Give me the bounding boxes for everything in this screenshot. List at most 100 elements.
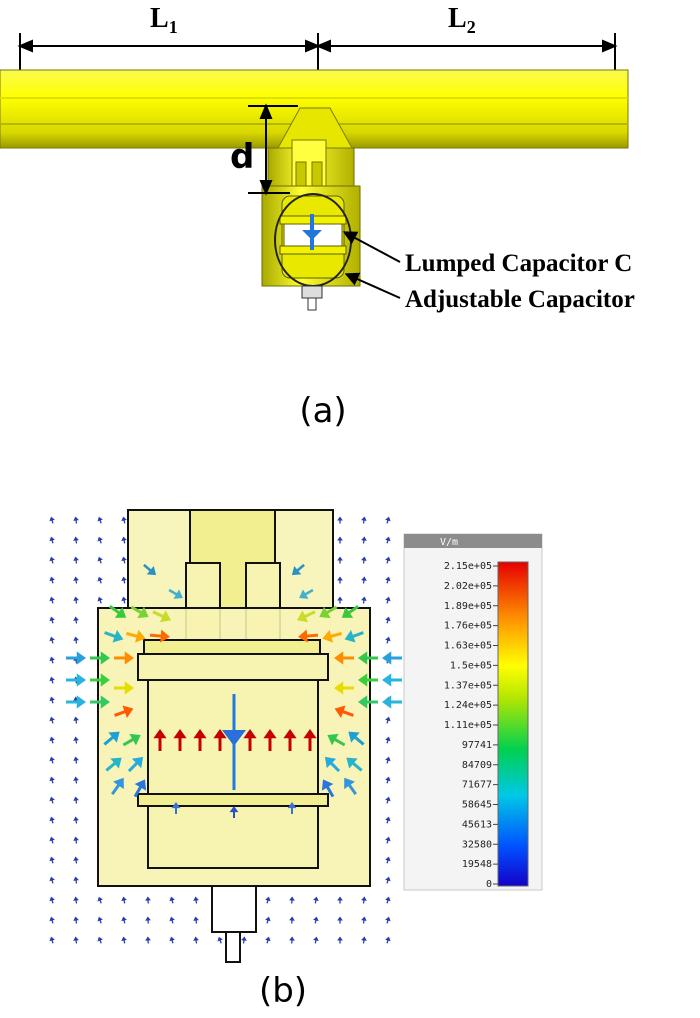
field-arrow-small [73, 876, 79, 884]
field-arrow-small [169, 916, 175, 924]
field-arrow-small [145, 936, 151, 944]
field-arrow-strong [346, 757, 363, 772]
field-arrow-small [385, 936, 391, 944]
colorbar-tick-label: 1.24e+05 [444, 700, 492, 711]
field-arrow-small [49, 696, 55, 704]
field-arrow-strong [90, 651, 110, 665]
field-arrow-small [337, 576, 343, 584]
field-arrow-strong [66, 673, 86, 687]
field-arrow-strong [341, 605, 360, 618]
colorbar-tick-label: 2.15e+05 [444, 561, 492, 572]
colorbar-tick-label: 1.63e+05 [444, 641, 492, 652]
field-arrow-small [73, 936, 79, 944]
colorbar-tick-label: 2.02e+05 [444, 581, 492, 592]
field-arrow-small [385, 716, 391, 724]
field-arrow-small [169, 936, 175, 944]
field-arrow-strong [299, 588, 314, 599]
field-arrow-small [73, 596, 79, 604]
field-arrow-strong [173, 729, 187, 751]
field-arrow-small [385, 576, 391, 584]
field-arrow-small [49, 756, 55, 764]
field-arrow-small [49, 616, 55, 624]
field-arrow-strong [104, 630, 124, 643]
label-L1: L1 [150, 3, 178, 37]
field-arrow-small [49, 916, 55, 924]
field-arrow-strong [243, 729, 257, 751]
field-arrow-small [385, 896, 391, 904]
caption-a: (a) [299, 391, 346, 431]
field-arrow-strong [296, 610, 316, 623]
colorbar-tick-label: 1.37e+05 [444, 680, 492, 691]
field-arrow-strong [111, 777, 124, 796]
field-arrow-small [49, 576, 55, 584]
field-arrow-strong [105, 757, 122, 772]
field-arrow-strong [334, 681, 354, 695]
field-arrow-small [121, 916, 127, 924]
field-arrow-small [385, 736, 391, 744]
stub-branch [261, 107, 361, 311]
colorbar-tick-label: 32580 [462, 839, 492, 850]
colorbar-gradient [497, 561, 529, 887]
field-arrow-small [121, 556, 127, 564]
field-arrow-small [97, 936, 103, 944]
field-arrow-strong [358, 651, 378, 665]
field-arrow-strong [287, 802, 297, 814]
field-arrow-small [145, 896, 151, 904]
colorbar-tick-label: 45613 [462, 819, 492, 830]
field-arrow-small [97, 896, 103, 904]
field-arrow-strong [321, 779, 335, 798]
field-arrow-small [49, 556, 55, 564]
field-arrow-small [73, 836, 79, 844]
field-arrow-strong [114, 681, 134, 695]
colorbar-tick-label: 84709 [462, 760, 492, 771]
field-arrow-small [385, 756, 391, 764]
field-arrow-strong [303, 729, 317, 751]
field-arrow-small [337, 596, 343, 604]
field-arrow-small [385, 916, 391, 924]
field-arrow-small [337, 536, 343, 544]
colorbar-tick-label: 58645 [462, 800, 492, 811]
field-arrow-small [193, 896, 199, 904]
annotation-lumped-capacitor: Lumped Capacitor C [405, 250, 632, 277]
field-arrow-small [73, 536, 79, 544]
field-arrow-small [337, 556, 343, 564]
field-arrow-small [49, 816, 55, 824]
label-d: d [230, 137, 254, 177]
field-arrow-small [49, 896, 55, 904]
colorbar-tick-label: 0 [486, 879, 492, 890]
field-arrow-strong [66, 651, 86, 665]
field-arrow-small [121, 896, 127, 904]
field-arrow-small [361, 576, 367, 584]
field-arrow-strong [66, 695, 86, 709]
field-arrow-small [385, 636, 391, 644]
field-arrow-small [361, 536, 367, 544]
panel-a: L1 L2 [0, 3, 635, 431]
field-arrow-small [49, 876, 55, 884]
field-arrow-strong [344, 630, 364, 643]
field-arrow-small [49, 636, 55, 644]
field-arrow-strong [229, 806, 239, 818]
field-arrow-small [49, 936, 55, 944]
field-arrow-strong [133, 779, 147, 798]
field-arrow-small [73, 856, 79, 864]
field-arrow-strong [358, 673, 378, 687]
field-arrow-small [385, 596, 391, 604]
field-arrow-strong [103, 731, 120, 746]
field-arrow-strong [334, 651, 354, 665]
field-arrow-small [361, 896, 367, 904]
field-arrow-strong [125, 629, 146, 643]
field-arrow-strong [193, 729, 207, 751]
field-arrow-small [361, 516, 367, 524]
colorbar-tick-label: 97741 [462, 740, 492, 751]
field-arrow-strong [324, 756, 341, 773]
field-arrow-small [241, 936, 247, 944]
field-arrow-strong [143, 563, 157, 576]
field-arrow-small [193, 916, 199, 924]
arrow-adjustable [344, 272, 401, 299]
field-arrow-small [49, 596, 55, 604]
field-arrow-small [169, 896, 175, 904]
colorbar-tick-label: 1.11e+05 [444, 720, 492, 731]
field-arrow-strong [283, 729, 297, 751]
field-arrow-strong [348, 731, 365, 746]
